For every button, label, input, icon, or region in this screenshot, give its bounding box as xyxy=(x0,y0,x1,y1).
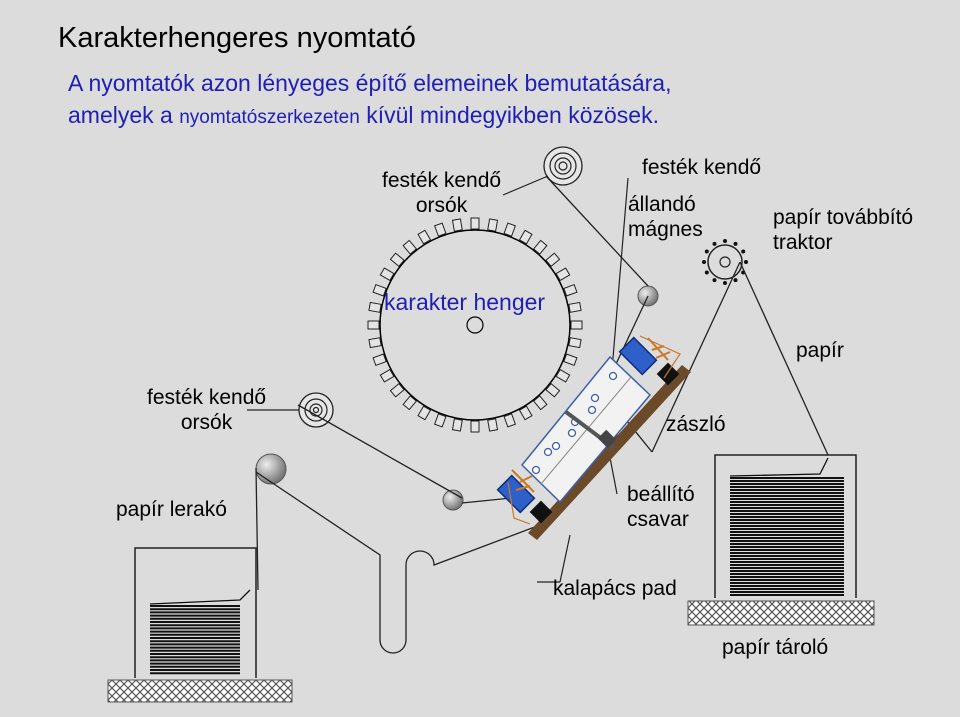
cylinder-tooth xyxy=(417,229,432,245)
sprocket-pin xyxy=(744,260,748,264)
label-adjust-screw: beállító csavar xyxy=(627,482,695,532)
cylinder-tooth xyxy=(563,284,578,297)
label-line: mágnes xyxy=(628,218,703,241)
page-title: Karakterhengeres nyomtató xyxy=(58,22,416,54)
hammer-hole xyxy=(531,465,541,475)
label-magnet: állandó mágnes xyxy=(628,192,703,242)
cylinder-tooth xyxy=(434,222,447,237)
label-line: festék kendő xyxy=(382,169,502,192)
sprocket-pin xyxy=(712,241,717,246)
cylinder-tooth xyxy=(470,420,480,433)
paper-storage-box xyxy=(687,454,875,626)
hammer-top xyxy=(618,335,681,386)
label-hammer-pad: kalapács pad xyxy=(553,577,677,600)
sprocket-pin xyxy=(723,239,727,243)
cylinder-tooth xyxy=(532,239,548,255)
label-paper: papír xyxy=(796,339,844,362)
character-cylinder xyxy=(367,217,583,433)
cylinder-tooth xyxy=(451,418,463,432)
label-line: festék kendő xyxy=(147,386,267,409)
cylinder-tooth xyxy=(368,301,382,313)
sprocket-pin xyxy=(702,260,706,264)
label-line: beállító xyxy=(627,483,695,506)
label-ribbon-spools-left: festék kendő orsók xyxy=(147,385,266,435)
label-character-cylinder: karakter henger xyxy=(384,289,546,315)
subtitle-part: kívül mindegyikben közösek. xyxy=(366,102,659,128)
guide-roller xyxy=(255,453,287,485)
paper-sheet xyxy=(729,457,829,477)
cylinder-tooth xyxy=(518,405,533,421)
label-flag: zászló xyxy=(666,413,726,436)
cylinder-tooth xyxy=(402,239,418,255)
cylinder-tooth xyxy=(563,353,578,366)
cylinder-tooth xyxy=(379,368,395,383)
sprocket-pin xyxy=(733,241,738,246)
cylinder-tooth xyxy=(555,267,571,282)
subtitle-line-1: A nyomtatók azon lényeges építő elemeine… xyxy=(68,70,672,96)
cylinder-tooth xyxy=(487,418,499,432)
cylinder-tooth xyxy=(389,382,405,398)
paper-stacker-box xyxy=(107,547,293,703)
paper-path xyxy=(255,261,829,654)
hammer-hole xyxy=(590,393,600,403)
cylinder-tooth xyxy=(570,320,583,330)
label-tractor: papír továbbító traktor xyxy=(773,205,913,255)
hammer-bank xyxy=(496,335,691,540)
sprocket-pin xyxy=(723,281,727,285)
subtitle-part: amelyek a xyxy=(68,102,173,128)
cylinder-tooth xyxy=(372,284,387,297)
cylinder-tooth xyxy=(503,222,516,237)
label-paper-storage: papír tároló xyxy=(722,636,829,659)
cylinder-tooth xyxy=(389,252,405,268)
cylinder-tooth xyxy=(434,413,447,428)
hammer-hole xyxy=(543,447,553,457)
cylinder-tooth xyxy=(372,353,387,366)
label-line: papír továbbító xyxy=(773,206,914,229)
sprocket-pin xyxy=(733,278,738,283)
cylinder-tooth xyxy=(367,320,380,330)
cylinder-tooth xyxy=(487,218,499,232)
label-ribbon: festék kendő xyxy=(642,156,762,179)
subtitle-line-2: amelyek a nyomtatószerkezeten kívül mind… xyxy=(68,102,659,129)
ribbon-spool-top xyxy=(543,146,583,186)
label-line: csavar xyxy=(627,508,689,531)
cylinder-tooth xyxy=(503,413,516,428)
subtitle-part: nyomtatószerkezeten xyxy=(179,107,360,128)
cylinder-tooth xyxy=(545,252,561,268)
cylinder-tooth xyxy=(568,301,582,313)
cylinder-tooth xyxy=(568,337,582,349)
paper-tractor-sprocket xyxy=(702,239,748,285)
label-line: traktor xyxy=(773,231,833,254)
label-paper-stacker: papír lerakó xyxy=(116,498,227,521)
label-line: orsók xyxy=(415,194,468,217)
label-line: orsók xyxy=(180,411,233,434)
label-ribbon-spools-top: festék kendő orsók xyxy=(382,168,501,218)
cylinder-tooth xyxy=(368,337,382,349)
cylinder-tooth xyxy=(402,395,418,411)
sprocket-pin xyxy=(704,270,709,275)
cylinder-tooth xyxy=(470,217,480,230)
cylinder-tooth xyxy=(555,368,571,383)
label-line: állandó xyxy=(628,193,696,216)
sprocket-pin xyxy=(704,249,709,254)
cylinder-tooth xyxy=(518,229,533,245)
paper-sheet xyxy=(149,589,251,605)
hammer-bottom xyxy=(496,469,553,525)
hammer-hole xyxy=(551,441,561,451)
cylinder-tooth xyxy=(379,267,395,282)
sprocket-pin xyxy=(712,278,717,283)
hammer-hole xyxy=(608,371,618,381)
cylinder-tooth xyxy=(532,395,548,411)
cylinder-tooth xyxy=(417,405,432,421)
hammer-hole xyxy=(587,405,597,415)
sprocket-pin xyxy=(741,249,746,254)
cylinder-tooth xyxy=(451,218,463,232)
cylinder-tooth xyxy=(545,382,561,398)
hammer-hole xyxy=(567,428,577,438)
